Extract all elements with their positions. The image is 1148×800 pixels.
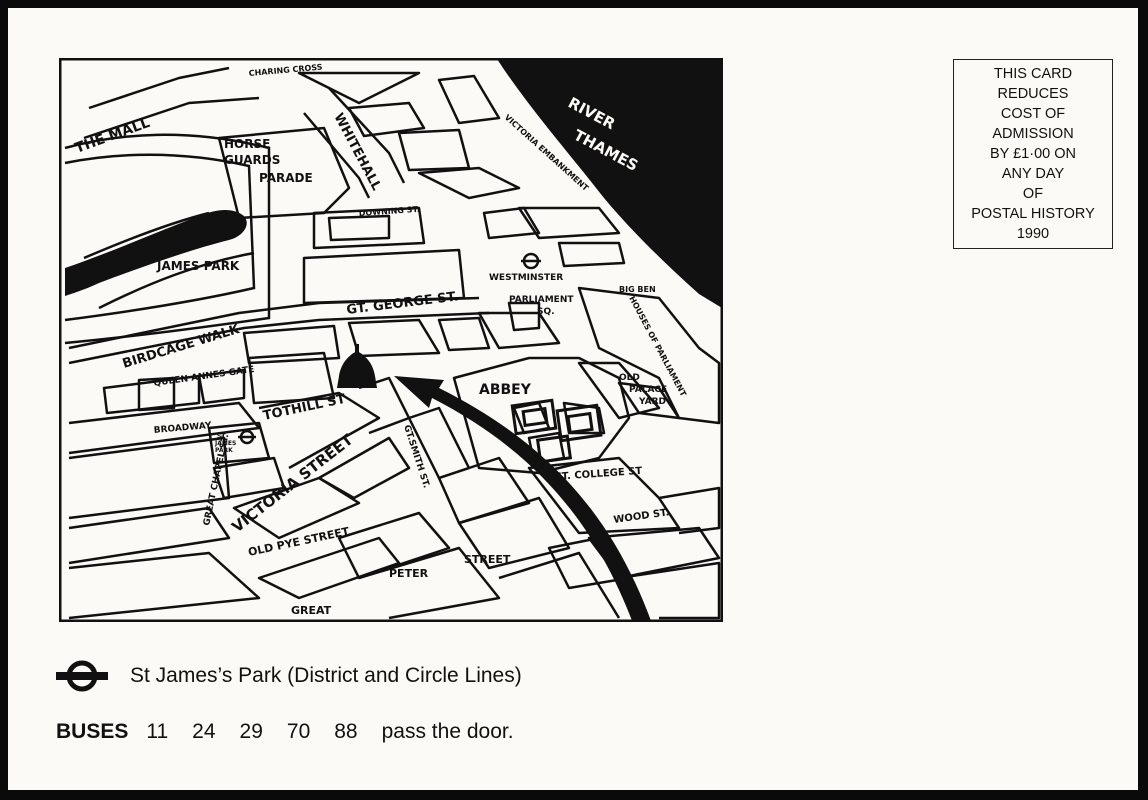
bus-route: 88 bbox=[334, 720, 358, 743]
station-text: St James’s Park (District and Circle Lin… bbox=[130, 664, 522, 687]
stamp-line: REDUCES bbox=[997, 86, 1069, 102]
location-arrow bbox=[394, 376, 652, 622]
central-hall-dome-icon bbox=[337, 344, 377, 388]
stamp-line: POSTAL HISTORY bbox=[971, 206, 1095, 222]
westminster-station-roundel-icon bbox=[521, 252, 541, 270]
st-james-park-label: ST.JAMES PARK bbox=[156, 233, 240, 273]
stamp-line: ADMISSION bbox=[992, 126, 1074, 142]
street-map: RIVERTHAMES THE MALL CHARING CROSS WHITE… bbox=[59, 58, 723, 622]
underground-info: St James’s Park (District and Circle Lin… bbox=[54, 659, 522, 693]
underground-roundel-icon bbox=[56, 660, 108, 692]
abbey-cloisters bbox=[510, 398, 603, 464]
stamp-line: BY £1·00 ON bbox=[990, 146, 1076, 162]
buses-suffix: pass the door. bbox=[381, 720, 514, 743]
stamp-line: THIS CARD bbox=[993, 66, 1073, 82]
stamp-box: THIS CARD REDUCES COST OF ADMISSION BY £… bbox=[953, 59, 1113, 249]
bus-route: 29 bbox=[239, 720, 263, 743]
downing-st-label: DOWNING ST. bbox=[359, 205, 421, 218]
stamp-line: COST OF bbox=[1000, 106, 1066, 122]
bus-info: BUSES 11 24 29 70 88 pass the door. bbox=[56, 716, 514, 748]
bus-route: 24 bbox=[192, 720, 216, 743]
stamp-line: OF bbox=[1022, 186, 1044, 202]
big-ben-label: BIG BEN bbox=[619, 285, 656, 294]
westminster-label: WESTMINSTER bbox=[489, 273, 563, 283]
great-peter-street-label: GREATPETERSTREET bbox=[291, 553, 511, 617]
postcard: RIVERTHAMES THE MALL CHARING CROSS WHITE… bbox=[8, 8, 1138, 790]
buses-label: BUSES bbox=[56, 720, 129, 743]
stamp-line: ANY DAY bbox=[1001, 166, 1065, 182]
stamp-line: 1990 bbox=[1016, 226, 1050, 242]
st-james-park-station-roundel-icon bbox=[238, 429, 256, 445]
bus-route: 11 bbox=[146, 720, 169, 743]
river-thames bbox=[497, 59, 722, 308]
street-blocks bbox=[68, 66, 721, 620]
abbey-label: ABBEY bbox=[479, 382, 532, 398]
bus-route: 70 bbox=[286, 720, 311, 743]
st-james-park-lake bbox=[65, 210, 247, 296]
